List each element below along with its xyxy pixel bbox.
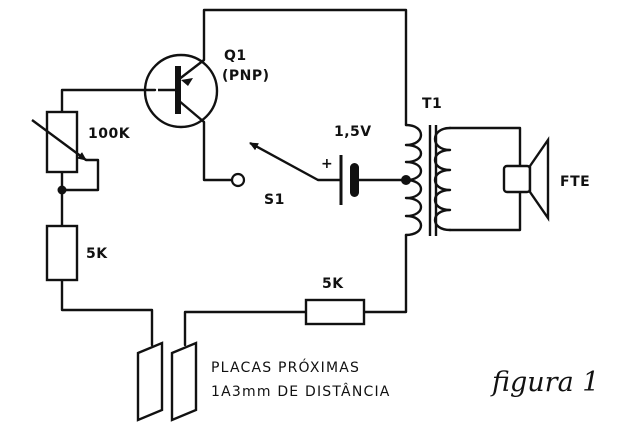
transformer-label: T1: [422, 96, 442, 112]
battery-label: 1,5V: [334, 124, 372, 140]
switch-s1: [230, 141, 319, 188]
switch-label: S1: [264, 192, 285, 208]
resistor-left-5k: [45, 224, 79, 282]
battery-plus-label: +: [321, 156, 333, 172]
potentiometer-100k: [31, 110, 87, 174]
transformer-t1: [404, 123, 452, 237]
speaker-fte: [502, 136, 550, 222]
transistor-name-label: Q1: [224, 48, 247, 64]
wires: [60, 8, 522, 347]
battery-1-5v: [339, 155, 359, 205]
plates-note-line2: 1A3mm DE DISTÂNCIA: [211, 382, 391, 400]
figure-caption: figura 1: [490, 367, 599, 398]
resistor-bottom-label: 5K: [322, 276, 344, 292]
resistor-left-label: 5K: [86, 246, 108, 262]
transistor-q1-symbol: [143, 53, 219, 129]
junction-dot-pot: [57, 185, 67, 195]
resistor-bottom-5k: [304, 298, 366, 326]
pot-label: 100K: [88, 126, 131, 142]
sensor-plate-left: [136, 341, 164, 422]
sensor-plate-right: [170, 341, 198, 422]
speaker-label: FTE: [560, 174, 590, 190]
transistor-type-label: (PNP): [222, 68, 270, 84]
plates-note-line1: PLACAS PRÓXIMAS: [211, 358, 360, 376]
